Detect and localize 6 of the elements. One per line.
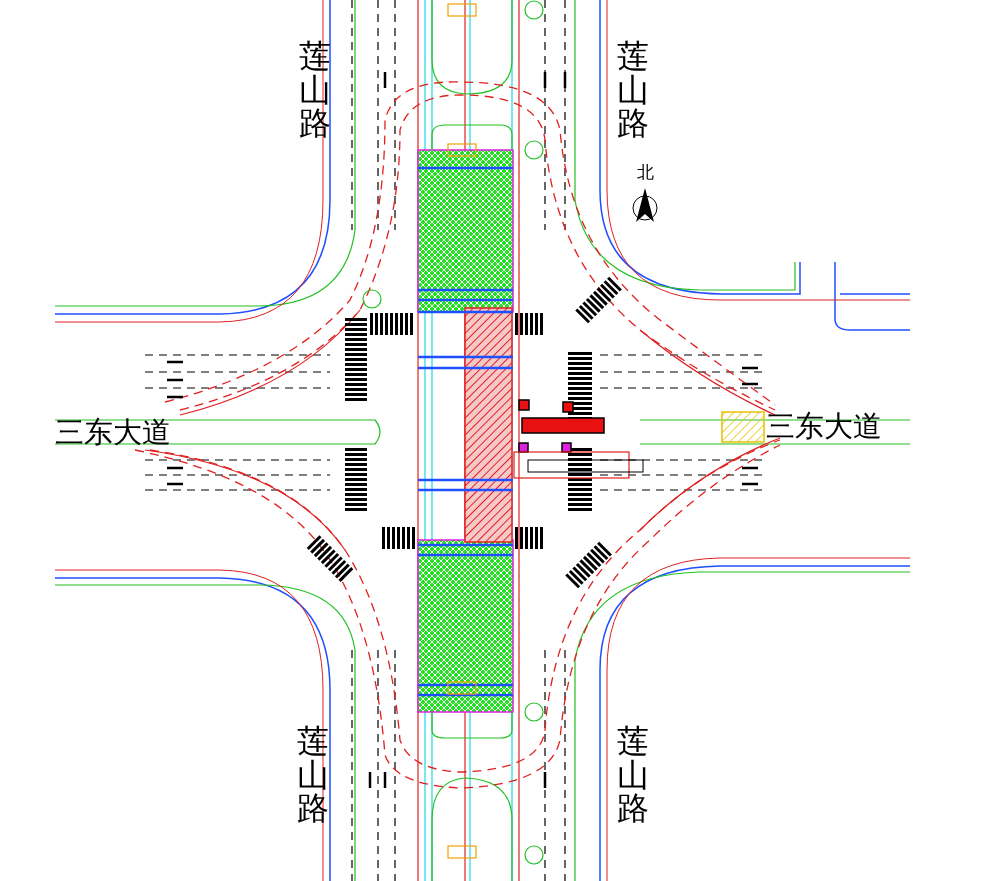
north-label: 北 xyxy=(637,164,654,181)
road-name-label: 莲山路 xyxy=(296,725,330,826)
road-name-label: 莲山路 xyxy=(616,725,650,826)
road-name-label: 莲山路 xyxy=(616,40,650,141)
road-name-label: 三东大道 xyxy=(766,412,882,441)
road-name-label: 三东大道 xyxy=(55,418,171,447)
